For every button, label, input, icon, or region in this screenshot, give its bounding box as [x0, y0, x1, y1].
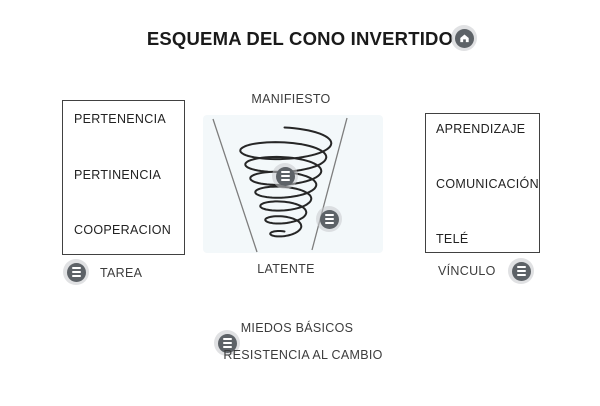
menu-icon: [275, 166, 295, 186]
cone-right-edge: [311, 117, 348, 251]
menu-icon: [217, 333, 237, 353]
home-button[interactable]: [451, 25, 477, 51]
miedos-hotspot-button[interactable]: [214, 330, 240, 356]
menu-icon: [66, 262, 86, 282]
left-box-item: PERTINENCIA: [74, 167, 162, 182]
cone-left-edge: [212, 118, 258, 253]
cone-lower-hotspot-button[interactable]: [316, 206, 342, 232]
page-title: ESQUEMA DEL CONO INVERTIDO: [146, 28, 454, 49]
left-box-item: PERTENENCIA: [74, 112, 166, 126]
tarea-hotspot-button[interactable]: [63, 259, 89, 285]
manifiesto-label: MANIFIESTO: [251, 92, 331, 106]
vinculo-hotspot-button[interactable]: [508, 258, 534, 284]
resistencia-label: RESISTENCIA AL CAMBIO: [223, 348, 383, 362]
cone-upper-hotspot-button[interactable]: [272, 163, 298, 189]
right-box-item: COMUNICACIÓN: [436, 177, 539, 191]
left-concepts-box: PERTENENCIA PERTINENCIA COOPERACION: [62, 100, 185, 255]
inverted-cone-drawing: [203, 115, 383, 253]
latente-label: LATENTE: [257, 262, 315, 276]
home-icon: [454, 28, 474, 48]
spiral: [239, 126, 333, 238]
menu-icon: [319, 209, 339, 229]
left-box-item: COOPERACION: [74, 223, 172, 237]
vinculo-label: VÍNCULO: [438, 264, 496, 278]
miedos-basicos-label: MIEDOS BÁSICOS: [240, 321, 354, 335]
right-box-item: APRENDIZAJE: [436, 122, 526, 136]
tarea-label: TAREA: [100, 266, 143, 280]
right-box-item: TELÉ: [436, 232, 469, 246]
right-concepts-box: APRENDIZAJE COMUNICACIÓN TELÉ: [425, 113, 540, 253]
menu-icon: [511, 261, 531, 281]
